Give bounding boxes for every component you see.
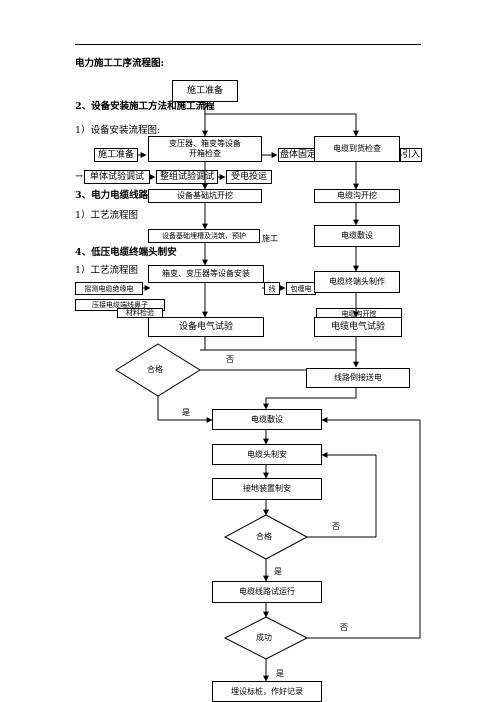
equipment-install-box: 箱变、变压器等设备安装 <box>148 265 264 283</box>
header-rule <box>75 44 421 45</box>
section-4-heading: 4、低压电缆终端头制安 <box>75 247 177 258</box>
section-4-sub: 1）工艺流程图 <box>75 265 139 276</box>
bg-group-test-box: 整组试验调试 <box>156 170 218 184</box>
section-3-sub: 1）工艺流程图 <box>75 210 139 221</box>
pass-2-label: 合格 <box>256 532 272 541</box>
unpack-inspection-line-2: 开箱检查 <box>189 149 221 158</box>
final-record-box: 埋设标桩，作好记录 <box>212 681 322 702</box>
foundation-pour-box: 设备基础埋槽及浇筑、预护 <box>148 229 260 243</box>
success-label: 成功 <box>256 633 272 642</box>
cable-test-box: 电缆电气试验 <box>314 317 402 337</box>
bg-wire-box: 线 <box>264 282 280 295</box>
bg-construction-text: 施工 <box>262 234 278 243</box>
pass-2-diamond <box>223 514 309 560</box>
section-3-heading: 3、电力电缆线路 <box>75 190 149 201</box>
bg-power-on-box: 受电投运 <box>226 170 272 184</box>
unpack-inspection-line-1: 变压器、箱变等设备 <box>169 139 241 148</box>
section-2-sub: 1）设备安装流程图: <box>75 125 161 136</box>
bg-single-test-box: 单体试验调试 <box>84 170 150 184</box>
cable-lay-top-box: 电缆敷设 <box>314 225 400 247</box>
doc-title: 电力施工工序流程图: <box>75 58 165 69</box>
success-diamond <box>223 616 309 660</box>
yes-2-label: 是 <box>274 567 282 576</box>
terminal-make-box: 电缆终端头制作 <box>314 271 400 293</box>
start-box: 施工准备 <box>172 80 238 102</box>
cable-trench-box: 电缆沟开挖 <box>314 189 400 203</box>
equipment-test-box: 设备电气试验 <box>148 317 264 337</box>
grounding-box: 接地装置制安 <box>212 478 322 500</box>
unpack-inspection-box: 变压器、箱变等设备 开箱检查 <box>148 136 262 162</box>
section-2-heading: 2、设备安装施工方法和施工流程 <box>75 101 215 112</box>
bg-material-box: 材料检验 <box>117 308 163 318</box>
cable-lay-box: 电缆敷设 <box>212 409 322 430</box>
bg-arrow-prefix: → <box>75 171 83 182</box>
no-2-label: 否 <box>332 522 340 531</box>
energize-box: 线路倒接送电 <box>306 368 410 388</box>
bg-measure-box: 摇测电缆绝缘电 <box>75 282 143 295</box>
trial-run-box: 电缆线路试运行 <box>212 581 322 603</box>
cable-head-box: 电缆头制安 <box>212 444 322 465</box>
bg-wrap-box: 包缠电 <box>286 282 316 295</box>
yes-3-label: 是 <box>276 669 284 678</box>
no-1-label: 否 <box>226 355 234 364</box>
bg-lead-in-box: 引入 <box>400 148 422 162</box>
bg-prep-box: 施工准备 <box>94 148 138 162</box>
bg-fixing-box: 盘体固定 <box>278 148 318 162</box>
yes-1-label: 是 <box>182 408 190 417</box>
cable-check-box: 电缆到货检查 <box>314 136 400 162</box>
pass-1-label: 合格 <box>147 365 163 374</box>
no-3-label: 否 <box>340 623 348 632</box>
pass-1-diamond <box>115 343 201 397</box>
foundation-pit-box: 设备基础坑开挖 <box>148 189 262 203</box>
